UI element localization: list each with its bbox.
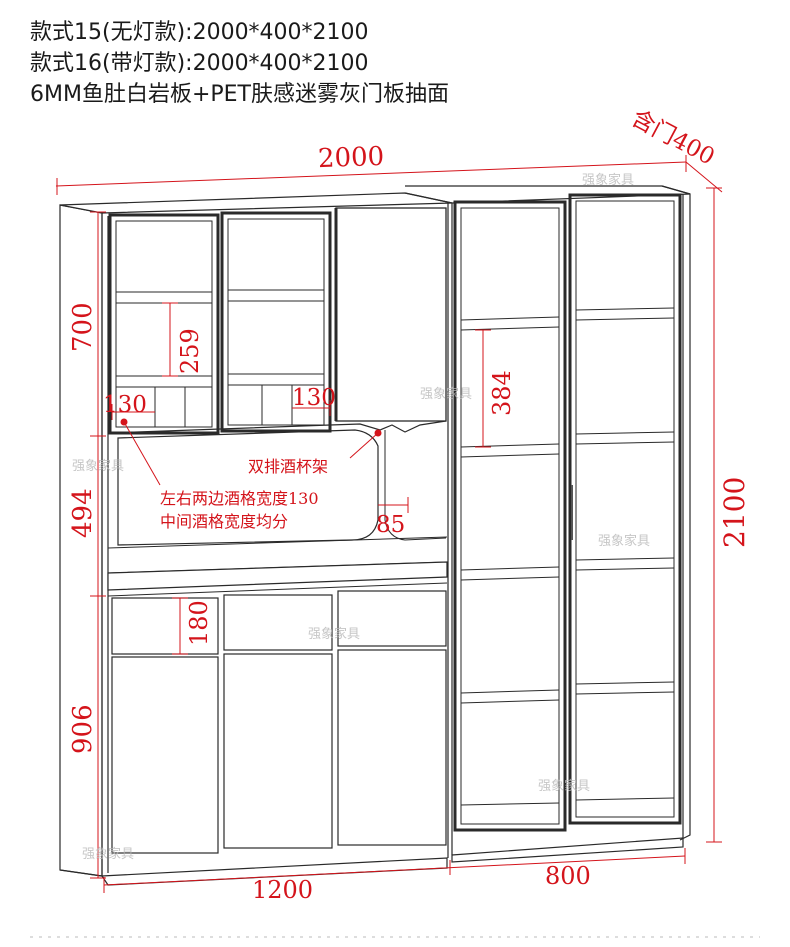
note-slot-2: 中间酒格宽度均分 — [160, 512, 288, 531]
upper-glass-door-1 — [108, 213, 220, 435]
leader-dots — [120, 418, 382, 437]
dim-right-width: 800 — [545, 862, 591, 890]
watermark-2: 强象家具 — [420, 386, 472, 402]
dim-middle-height: 494 — [68, 488, 98, 538]
dim-wine-slot-mid: 130 — [292, 385, 336, 411]
note-glass-rack: 双排酒杯架 — [248, 457, 328, 476]
spec-line-3: 6MM鱼肚白岩板+PET肤感迷雾灰门板抽面 — [30, 82, 450, 107]
tall-glass-door-2 — [568, 193, 682, 825]
dim-drawer-height: 180 — [185, 600, 213, 646]
dim-shelf-gap: 259 — [176, 328, 204, 374]
watermark-5: 强象家具 — [308, 626, 360, 642]
watermark-1: 强象家具 — [582, 172, 634, 188]
dim-upper-height: 700 — [68, 302, 98, 352]
dim-lower-height: 906 — [68, 704, 98, 754]
dim-tall-shelf-gap: 384 — [488, 370, 516, 416]
dim-wine-slot-left: 130 — [103, 392, 147, 418]
upper-glass-door-2 — [220, 211, 332, 433]
watermark-3: 强象家具 — [72, 458, 124, 474]
dim-niche-depth: 85 — [376, 512, 405, 538]
tall-glass-door-1 — [453, 200, 567, 832]
dim-total-height: 2100 — [718, 477, 751, 548]
note-slot-1: 左右两边酒格宽度130 — [160, 489, 319, 508]
watermark-4: 强象家具 — [598, 533, 650, 549]
upper-solid-door — [334, 207, 447, 422]
dimension-lines — [55, 155, 723, 893]
middle-niche — [107, 420, 448, 597]
dim-total-width: 2000 — [317, 142, 384, 174]
spec-line-2: 款式16(带灯款):2000*400*2100 — [30, 51, 369, 76]
watermark-6: 强象家具 — [538, 778, 590, 794]
dim-depth: 含门400 — [627, 105, 719, 170]
dim-left-width: 1200 — [252, 876, 313, 904]
spec-line-1: 款式15(无灯款):2000*400*2100 — [30, 20, 369, 45]
watermark-7: 强象家具 — [82, 846, 134, 862]
cabinet-linework — [59, 185, 691, 886]
tall-cabinet-shelves — [460, 307, 675, 806]
lower-drawers-doors — [111, 590, 447, 854]
